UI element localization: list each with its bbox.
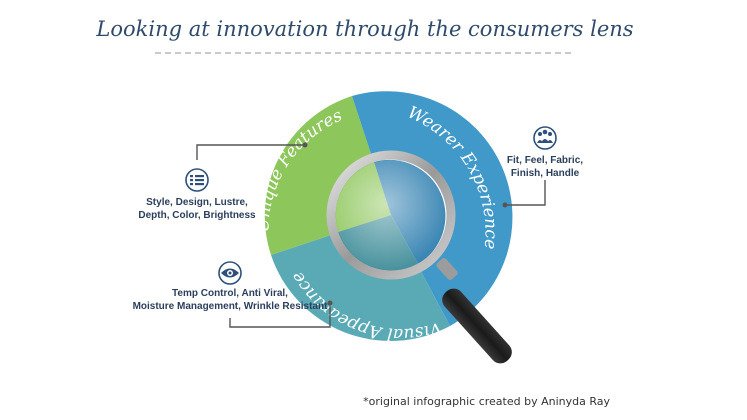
connector-unique <box>196 144 305 160</box>
connector-dot-unique <box>302 142 308 148</box>
connector-wearer <box>505 180 546 206</box>
callout-wearer-experience: Fit, Feel, Fabric, Finish, Handle <box>502 126 583 208</box>
callout-text-unique-line2: Depth, Color, Brightness <box>138 210 256 221</box>
callout-text-wearer-line2: Finish, Handle <box>511 168 580 179</box>
list-icon-glyph <box>190 175 204 186</box>
magnifier-lens <box>336 160 446 270</box>
magnifier-neck <box>436 258 458 280</box>
magnifier-handle <box>442 288 512 364</box>
magnifying-glass-icon <box>326 150 512 364</box>
callout-text-visual-line2: Moisture Management, Wrinkle Resistant <box>133 301 329 312</box>
footer-credit: *original infographic created by Aninyda… <box>363 395 610 408</box>
eye-icon-glyph <box>221 268 239 278</box>
page-title: Looking at innovation through the consum… <box>95 17 633 41</box>
people-group-icon-glyph <box>537 129 553 143</box>
callout-visual-appearance: Temp Control, Anti Viral, Moisture Manag… <box>133 261 333 328</box>
magnifier-rim <box>326 150 456 280</box>
callout-text-unique-line1: Style, Design, Lustre, <box>146 197 248 208</box>
callout-unique-features: Style, Design, Lustre, Depth, Color, Bri… <box>138 142 308 221</box>
connector-dot-visual <box>327 300 333 306</box>
connector-visual <box>229 303 331 328</box>
connector-dot-wearer <box>502 202 508 208</box>
callout-text-visual-line1: Temp Control, Anti Viral, <box>172 288 288 299</box>
callout-text-wearer-line1: Fit, Feel, Fabric, <box>507 155 583 166</box>
